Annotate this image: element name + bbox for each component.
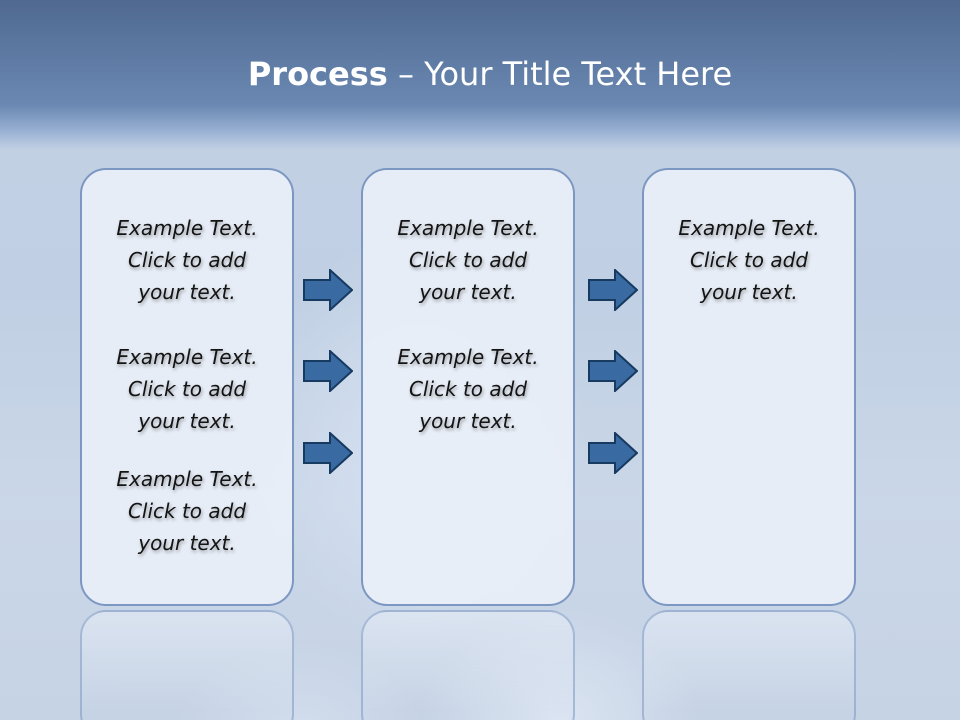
text-line: your text. [138,409,236,433]
text-line: Click to add [127,248,247,272]
text-line: Click to add [689,248,809,272]
text-line: your text. [138,280,236,304]
text-block[interactable]: Example Text. Click to add your text. [363,341,573,437]
header-band [0,0,960,150]
box-reflection-2 [361,610,575,720]
box-reflection-1 [80,610,294,720]
text-line: Example Text. [678,216,820,240]
right-arrow-icon [588,350,638,392]
title-rest: – Your Title Text Here [387,55,733,93]
right-arrow-icon [588,432,638,474]
process-box-3[interactable]: Example Text. Click to add your text. [642,168,856,606]
text-line: Example Text. [397,345,539,369]
text-block[interactable]: Example Text. Click to add your text. [82,212,292,308]
slide-title[interactable]: Process – Your Title Text Here [0,52,960,96]
right-arrow-icon [303,432,353,474]
text-block[interactable]: Example Text. Click to add your text. [363,212,573,308]
text-line: Example Text. [116,345,258,369]
text-line: Example Text. [116,216,258,240]
text-line: Click to add [127,377,247,401]
text-block[interactable]: Example Text. Click to add your text. [644,212,854,308]
text-line: your text. [138,531,236,555]
process-box-1[interactable]: Example Text. Click to add your text. Ex… [80,168,294,606]
text-block[interactable]: Example Text. Click to add your text. [82,341,292,437]
right-arrow-icon [303,269,353,311]
right-arrow-icon [303,350,353,392]
right-arrow-icon [588,269,638,311]
text-line: Click to add [127,499,247,523]
box-reflection-3 [642,610,856,720]
text-line: Example Text. [116,467,258,491]
text-line: Example Text. [397,216,539,240]
text-block[interactable]: Example Text. Click to add your text. [82,463,292,559]
text-line: your text. [419,409,517,433]
process-box-2[interactable]: Example Text. Click to add your text. Ex… [361,168,575,606]
text-line: Click to add [408,248,528,272]
text-line: Click to add [408,377,528,401]
title-bold: Process [247,55,388,93]
text-line: your text. [700,280,798,304]
text-line: your text. [419,280,517,304]
